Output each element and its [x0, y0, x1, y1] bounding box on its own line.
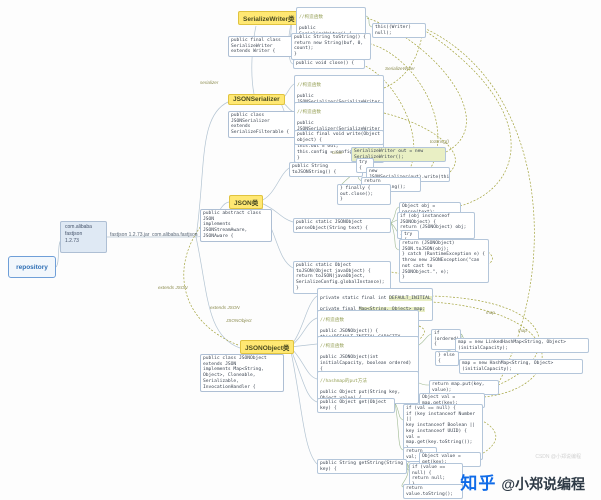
- edge-label-serializewriter: SerializeWriter: [385, 66, 415, 71]
- parseobject-trycatch-node: return (JSONObject) JSON.toJSON(obj); } …: [399, 239, 489, 284]
- serializewriter-decl: public final class SerializeWriter exten…: [228, 36, 298, 58]
- jsonobject-decl: public class JSONObject extends JSON imp…: [200, 354, 284, 393]
- edge-label-map-b: map: [518, 328, 527, 333]
- edge-label-map-a: map: [486, 310, 495, 315]
- jo-constructor2-node: //构造函数 public JSONObject(int initialCapa…: [317, 336, 419, 375]
- jo-constructor2-code: public JSONObject(int initialCapacity, b…: [320, 355, 412, 372]
- field-map-pre: private final: [320, 307, 359, 312]
- jar-label: fastjson 1.2.73.jar: [110, 232, 150, 238]
- tojsonstring-out-node: SerializeWriter out = new SerializeWrite…: [351, 147, 446, 163]
- get-if-node: if (val == null) { if (key instanceof Nu…: [403, 404, 483, 460]
- jo-constructor2-comment: //构造函数: [320, 343, 344, 349]
- field-capacity-pre: private static final int: [320, 295, 390, 301]
- repository-label: repository: [16, 263, 48, 271]
- artifact-node: com.alibaba fastjson 1.2.73: [60, 221, 107, 253]
- getstring-return-node: return value.toString();: [403, 484, 463, 500]
- edge-label-extends-json-b: extends JSON: [210, 305, 240, 310]
- edge-label-tostring: toString(): [430, 139, 449, 144]
- json-tojsonstring-node: public String toJSONString() {: [289, 162, 363, 178]
- field-map: private final Map<String, Object> map;: [320, 307, 430, 313]
- sw-constructor-comment: //构造函数: [299, 14, 323, 20]
- ctor2-else-node: } else {: [435, 351, 459, 367]
- sw-close-node: public void close() {: [293, 59, 365, 69]
- field-map-hl: Map<String, Object> map;: [358, 307, 426, 313]
- jo-get-node: public Object get(Object key) {: [317, 398, 395, 414]
- field-capacity: private static final int DEFAULT_INITIAL…: [320, 295, 432, 302]
- csdn-watermark: CSDN @小郑说编程: [535, 454, 581, 460]
- js-constructor1-comment: //构造函数: [297, 82, 321, 88]
- json-decl: public abstract class JSON implements JS…: [200, 209, 272, 242]
- class-jsonobject: JSONObject类: [240, 340, 295, 354]
- ctor2-linkedhashmap-node: map = new LinkedHashMap<String, Object>(…: [455, 338, 589, 354]
- zhihu-watermark: 知乎 @小郑说编程: [460, 469, 585, 494]
- edge-label-extends-json-a: extends JSON: [158, 285, 188, 290]
- edge-label-close: close: [332, 150, 343, 155]
- repository-node: repository: [8, 256, 56, 278]
- ctor2-hashmap-node: map = new HashMap<String, Object>(initia…: [459, 359, 583, 375]
- author-handle: @小郑说编程: [501, 476, 585, 492]
- sw-tostring-node: public String toString() { return new St…: [291, 33, 371, 60]
- class-json: JSON类: [229, 195, 264, 209]
- js-constructor2-comment: //构造函数: [297, 109, 321, 115]
- zhihu-logo: 知乎: [460, 474, 497, 493]
- class-jsonserializer: JSONSerializer: [228, 94, 285, 105]
- js-write-node: public final void write(Object object) {: [294, 130, 384, 146]
- edge-label-serializer: serializer: [200, 80, 219, 85]
- class-serializewriter: SerializeWriter类: [238, 11, 300, 25]
- jo-constructor1-comment: //构造函数: [320, 317, 344, 323]
- jsonserializer-decl: public class JSONSerializer extends Seri…: [228, 111, 302, 138]
- field-capacity-hl: DEFAULT_INITIAL_CAPACITY = 16;: [389, 295, 432, 301]
- json-parseobject-node: public static JSONObject parseObject(Str…: [293, 218, 391, 234]
- jo-getstring-node: public String getString(String key) {: [317, 459, 407, 475]
- jo-put-comment: //hashmap的put方法: [320, 378, 367, 384]
- edge-label-jsonobject: JSONObject: [226, 318, 252, 323]
- package-label: com.alibaba.fastjson: [152, 232, 198, 238]
- sw-constructor-body-node: this((Writer) null);: [372, 23, 426, 39]
- tojsonstring-finally-node: } finally { out.close(); }: [337, 184, 391, 206]
